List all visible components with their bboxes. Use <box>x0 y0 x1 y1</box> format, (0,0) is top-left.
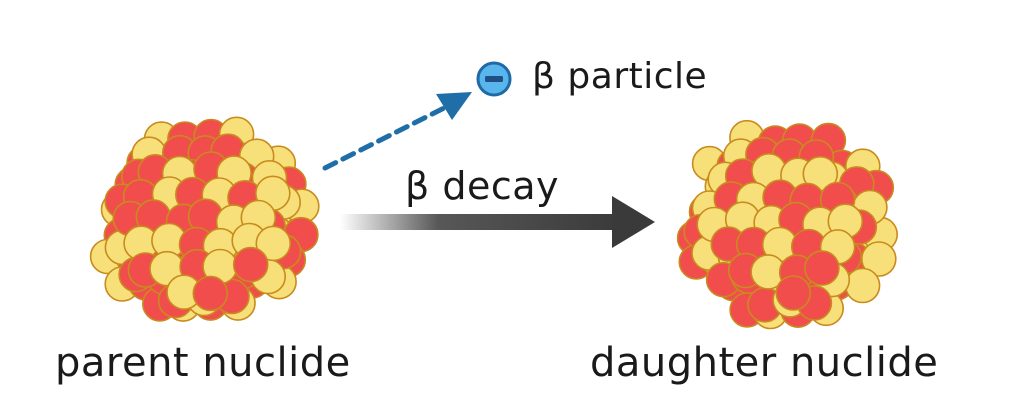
beta-particle-label: β particle <box>532 56 708 97</box>
beta-decay-label: β decay <box>405 164 559 208</box>
proton-ball <box>775 275 812 311</box>
daughter-nuclide-label: daughter nuclide <box>590 340 939 386</box>
minus-in-circle-icon <box>476 61 512 97</box>
proton-ball <box>804 250 840 286</box>
parent-nuclide-label: parent nuclide <box>55 340 351 386</box>
decay-arrow-shaft <box>340 214 620 230</box>
beta-path-arrowhead <box>436 92 472 120</box>
parent-nucleus <box>89 116 320 322</box>
neutron-ball <box>255 225 292 262</box>
decay-arrow-head <box>612 196 655 248</box>
decay-arrow <box>340 196 655 248</box>
beta-path-dashed-line <box>322 103 451 171</box>
daughter-nucleus <box>676 119 899 330</box>
proton-ball <box>232 246 269 283</box>
beta-particle-path <box>322 92 472 171</box>
neutron-ball <box>844 267 881 304</box>
proton-ball <box>192 275 229 312</box>
